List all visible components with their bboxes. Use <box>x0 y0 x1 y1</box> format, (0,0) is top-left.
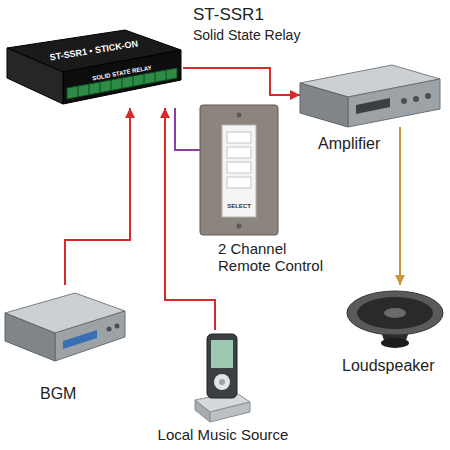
amplifier-art-part <box>401 98 407 104</box>
loudspeaker-art-part <box>381 338 409 348</box>
wall-plate-art-part <box>222 125 256 217</box>
device-label: BGM <box>40 385 76 403</box>
music-dock-art <box>195 334 250 422</box>
bgm-player-art-part <box>5 313 55 361</box>
music-dock-art-part <box>210 402 250 422</box>
music-dock-art-part <box>214 374 230 390</box>
relay-unit-art-part-part <box>144 74 145 85</box>
amplifier-art-part <box>300 83 348 127</box>
remote-plate: 2 Channel Remote Control <box>200 105 278 235</box>
bgm-player: BGM <box>5 285 125 370</box>
wall-plate-art-part <box>227 147 251 158</box>
bgm-player-art-part <box>115 324 120 329</box>
signal-wire <box>65 108 130 285</box>
loudspeaker-art-part <box>347 291 443 335</box>
signal-wire <box>399 127 401 285</box>
music-dock-art-part <box>207 334 237 398</box>
relay-unit-art-part-part <box>89 84 90 95</box>
device-label: Loudspeaker <box>342 357 435 375</box>
amplifier-art-part <box>413 96 419 102</box>
model-title: ST-SSR1 <box>193 5 264 25</box>
music-dock-art-part <box>219 379 225 385</box>
relay-unit-art-part-part <box>122 78 123 89</box>
loudspeaker-art <box>347 291 443 348</box>
relay-unit-art-part-part <box>155 72 156 83</box>
loudspeaker-art-part <box>384 308 406 318</box>
amplifier: Amplifier <box>300 65 440 127</box>
music-dock: Local Music Source <box>195 330 250 422</box>
device-caption: Solid State Relay <box>193 27 300 43</box>
amplifier-art-part <box>425 93 431 99</box>
relay-unit: ST-SSR1Solid State Relay <box>5 28 183 108</box>
relay-unit-art <box>7 30 181 104</box>
amplifier-art <box>300 65 440 127</box>
bgm-player-art-part <box>63 330 97 349</box>
relay-unit-art-part-part <box>166 70 167 81</box>
wall-plate-art-part <box>227 162 251 173</box>
music-dock-art-part <box>211 340 233 368</box>
device-label: 2 Channel Remote Control <box>218 240 330 275</box>
device-label: Amplifier <box>318 135 380 153</box>
wall-plate-art-part <box>237 113 242 118</box>
bgm-player-art <box>5 293 125 361</box>
wall-plate-art-part <box>200 105 278 235</box>
relay-unit-art-part-part <box>111 80 112 91</box>
amplifier-art-part <box>356 98 390 114</box>
bgm-player-art-part <box>107 327 112 332</box>
device-label: Local Music Source <box>143 426 303 443</box>
relay-unit-art-part-part <box>100 82 101 93</box>
loudspeaker: Loudspeaker <box>345 285 445 350</box>
signal-wire <box>183 68 300 95</box>
relay-unit-art-part <box>63 50 181 104</box>
music-dock-art-part <box>195 400 210 422</box>
button-legend: SELECT <box>227 203 251 209</box>
amplifier-art-part <box>348 79 440 127</box>
wall-plate-art-part <box>237 224 242 229</box>
relay-unit-art-part-part <box>78 86 79 97</box>
loudspeaker-art-part <box>357 297 433 329</box>
bgm-player-art-part <box>55 311 125 361</box>
wall-plate-art <box>200 105 278 235</box>
relay-unit-art-part-part <box>133 76 134 87</box>
wall-plate-art-part <box>227 132 251 143</box>
signal-wire <box>175 108 200 150</box>
wall-plate-art-part <box>227 177 251 188</box>
signal-wire <box>165 108 215 330</box>
